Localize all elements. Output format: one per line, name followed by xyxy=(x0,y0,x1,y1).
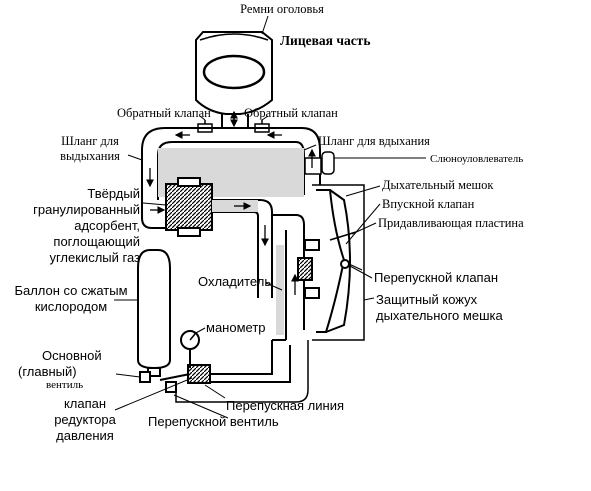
relief-valve-body xyxy=(340,259,350,269)
label-head-straps: Ремни оголовья xyxy=(240,2,324,16)
label-adsorbent-5: углекислый газ xyxy=(49,250,140,265)
label-reducer-3: давления xyxy=(56,428,114,443)
pressure-reducer xyxy=(187,364,211,384)
label-adsorbent-1: Твёрдый xyxy=(87,186,140,201)
label-check-valve-right: Обратный клапан xyxy=(244,106,338,120)
label-inhale-hose: Шланг для вдыхания xyxy=(318,134,430,148)
label-saliva-trap: Слюноуловлеватель xyxy=(430,153,524,165)
label-main-valve-1: Основной xyxy=(42,348,102,363)
face-mask xyxy=(195,31,273,129)
label-check-valve-left: Обратный клапан xyxy=(117,106,211,120)
label-pressure-plate: Придавливающая пластина xyxy=(378,216,524,230)
label-shroud-1: Защитный кожух xyxy=(376,292,478,307)
label-face-part: Лицевая часть xyxy=(280,33,371,48)
leader-lines xyxy=(114,115,381,419)
main-valve-knob xyxy=(139,371,151,383)
label-adsorbent-3: адсорбент, xyxy=(74,218,140,233)
label-cylinder-1: Баллон со сжатым xyxy=(14,283,128,298)
label-breathing-bag: Дыхательный мешок xyxy=(382,178,494,192)
oxygen-cylinder xyxy=(137,249,171,377)
label-cooler: Охладитель xyxy=(198,274,272,289)
face-mask-visor xyxy=(202,54,266,90)
inlet-valve xyxy=(304,239,320,251)
label-inlet-valve: Впускной клапан xyxy=(382,197,475,211)
co2-absorber xyxy=(141,177,273,298)
label-reducer-1: клапан xyxy=(63,396,107,411)
flow-arrows xyxy=(146,110,316,295)
label-adsorbent-2: гранулированный xyxy=(33,202,140,217)
label-main-valve-3: вентиль xyxy=(46,379,84,391)
saliva-trap xyxy=(304,151,426,175)
label-exhale-hose-2: выдыхания xyxy=(60,149,120,163)
breathing-bag-assembly xyxy=(297,184,365,341)
label-relief-valve: Перепускной клапан xyxy=(374,270,498,285)
manometer-gauge xyxy=(180,330,200,368)
label-manometer: манометр xyxy=(206,320,266,335)
bypass-line xyxy=(175,340,309,403)
label-main-valve-2: (главный) xyxy=(18,364,77,379)
label-shroud-2: дыхательного мешка xyxy=(376,308,503,323)
label-reducer-2: редуктора xyxy=(54,412,116,427)
label-bypass-valve: Перепускной вентиль xyxy=(148,414,279,429)
label-bypass-line: Перепускная линия xyxy=(226,398,345,413)
label-exhale-hose-1: Шланг для xyxy=(61,134,119,148)
cooler-column xyxy=(272,214,305,341)
label-adsorbent-4: поглощающий xyxy=(53,234,140,249)
label-cylinder-2: кислородом xyxy=(34,299,108,314)
head-straps-leader xyxy=(261,15,269,35)
